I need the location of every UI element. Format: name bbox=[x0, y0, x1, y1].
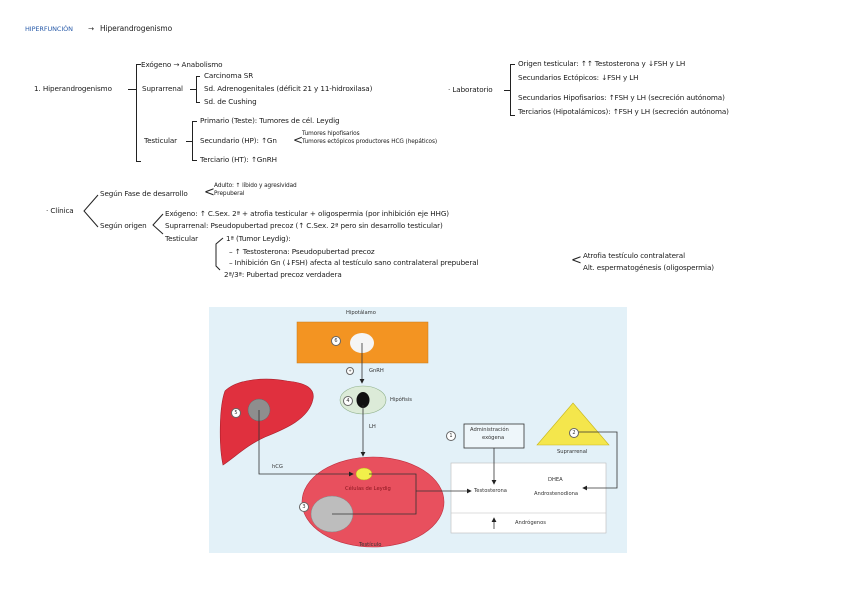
testicular-bullet: – Inhibición Gn (↓FSH) afecta al testícu… bbox=[229, 258, 479, 267]
num-3: 3 bbox=[299, 502, 309, 512]
num-1: 1 bbox=[446, 431, 456, 441]
label-lh: LH bbox=[369, 424, 376, 430]
label-leydig: Células de Leydig bbox=[345, 486, 391, 492]
lab-item: Secundarios Ectópicos: ↓FSH y LH bbox=[518, 73, 639, 82]
testicular-effect: Atrofia testículo contralateral bbox=[583, 251, 685, 260]
laboratorio-label: · Laboratorio bbox=[448, 85, 493, 94]
laboratorio-label-text: Laboratorio bbox=[452, 85, 493, 94]
lab-item: Secundarios Hipofisarios: ↑FSH y LH (sec… bbox=[518, 93, 725, 102]
clinica-label-text: Clínica bbox=[50, 206, 74, 215]
pituitary-nucleus bbox=[356, 392, 370, 408]
adrenal-triangle bbox=[536, 402, 610, 446]
bracket-icon: < bbox=[204, 185, 215, 200]
origen-testicular-label: Testicular bbox=[165, 234, 199, 243]
etiology-testicular-label: Testicular bbox=[144, 136, 178, 145]
clinica-brace-icon bbox=[83, 194, 99, 228]
testicular-terciario: Terciario (HT): ↑GnRH bbox=[200, 155, 277, 164]
fase-item: Prepuberal bbox=[214, 191, 245, 197]
tumor-arrow bbox=[332, 473, 417, 515]
suprarrenal-item: Sd. de Cushing bbox=[204, 97, 257, 106]
testicular-secundario: Secundario (HP): ↑Gn bbox=[200, 136, 277, 145]
label-admin-2: exógena bbox=[482, 435, 505, 441]
testicular-brace-icon bbox=[215, 237, 224, 271]
num-5: 5 bbox=[231, 408, 241, 418]
hyperandrogenism-diagram: Hipotálamo 6 + GnRH 4 Hipófisis LH 5 hCG… bbox=[209, 307, 627, 553]
androgens-box bbox=[450, 462, 607, 534]
testicular-secondary: 2ª/3ª: Pubertad precoz verdadera bbox=[224, 270, 342, 279]
num-plus: + bbox=[346, 367, 354, 375]
label-gnrh: GnRH bbox=[369, 368, 384, 374]
lab-item: Terciarios (Hipotalámicos): ↑FSH y LH (s… bbox=[518, 107, 729, 116]
etiology-suprarrenal-label: Suprarrenal bbox=[142, 84, 183, 93]
label-testosterona: Testosterona bbox=[474, 488, 507, 494]
section-title: HIPERFUNCIÓN bbox=[25, 25, 73, 33]
hcg-arrow bbox=[258, 410, 354, 477]
origen-brace-icon bbox=[152, 213, 164, 235]
clinica-fase-label: Según Fase de desarrollo bbox=[100, 189, 188, 198]
label-androgenos: Andrógenos bbox=[515, 520, 546, 526]
label-hipofisis: Hipófisis bbox=[390, 397, 412, 403]
label-testiculo: Testículo bbox=[359, 542, 382, 548]
testicular-primary: 1ª (Tumor Leydig): bbox=[226, 234, 291, 243]
label-admin-1: Administración bbox=[470, 427, 509, 433]
testicular-primario: Primario (Teste): Tumores de cél. Leydig bbox=[200, 116, 340, 125]
label-androstenediona: Androstenodiona bbox=[534, 491, 579, 497]
etiology-exogeno: Exógeno → Anabolismo bbox=[141, 60, 223, 69]
bracket-icon: < bbox=[293, 133, 304, 147]
testicular-effect: Alt. espermatogénesis (oligospermia) bbox=[583, 263, 714, 272]
adrenal-arrow bbox=[573, 431, 618, 491]
fase-item: Adulto: ↑ líbido y agresividad bbox=[214, 183, 297, 189]
liver-shape bbox=[219, 378, 314, 466]
secundario-cause: Tumores ectópicos productores HCG (hepát… bbox=[302, 139, 438, 145]
label-suprarrenal: Suprarrenal bbox=[557, 449, 588, 455]
secundario-cause: Tumores hipofisarios bbox=[302, 131, 360, 137]
clinica-origen-label: Según origen bbox=[100, 221, 147, 230]
origen-suprarrenal: Suprarrenal: Pseudopubertad precoz (↑ C.… bbox=[165, 221, 443, 230]
topic-title: Hiperandrogenismo bbox=[100, 24, 173, 33]
num-2: 2 bbox=[569, 428, 579, 438]
header-arrow: → bbox=[88, 24, 94, 33]
suprarrenal-item: Sd. Adrenogenitales (déficit 21 y 11-hid… bbox=[204, 84, 373, 93]
label-dhea: DHEA bbox=[548, 477, 563, 483]
label-hcg: hCG bbox=[272, 464, 283, 470]
lab-item: Origen testicular: ↑↑ Testosterona y ↓FS… bbox=[518, 59, 686, 68]
suprarrenal-item: Carcinoma SR bbox=[204, 71, 254, 80]
etiology-root: 1. Hiperandrogenismo bbox=[34, 84, 112, 93]
clinica-label: · Clínica bbox=[46, 206, 74, 215]
testicular-bullet: – ↑ Testosterona: Pseudopubertad precoz bbox=[229, 247, 375, 256]
admin-box bbox=[463, 423, 525, 449]
label-hipotalamo: Hipotálamo bbox=[346, 310, 376, 316]
origen-exogeno: Exógeno: ↑ C.Sex. 2ª + atrofia testicula… bbox=[165, 209, 450, 218]
num-6: 6 bbox=[331, 336, 341, 346]
bracket-icon: < bbox=[571, 253, 582, 268]
num-4: 4 bbox=[343, 396, 353, 406]
